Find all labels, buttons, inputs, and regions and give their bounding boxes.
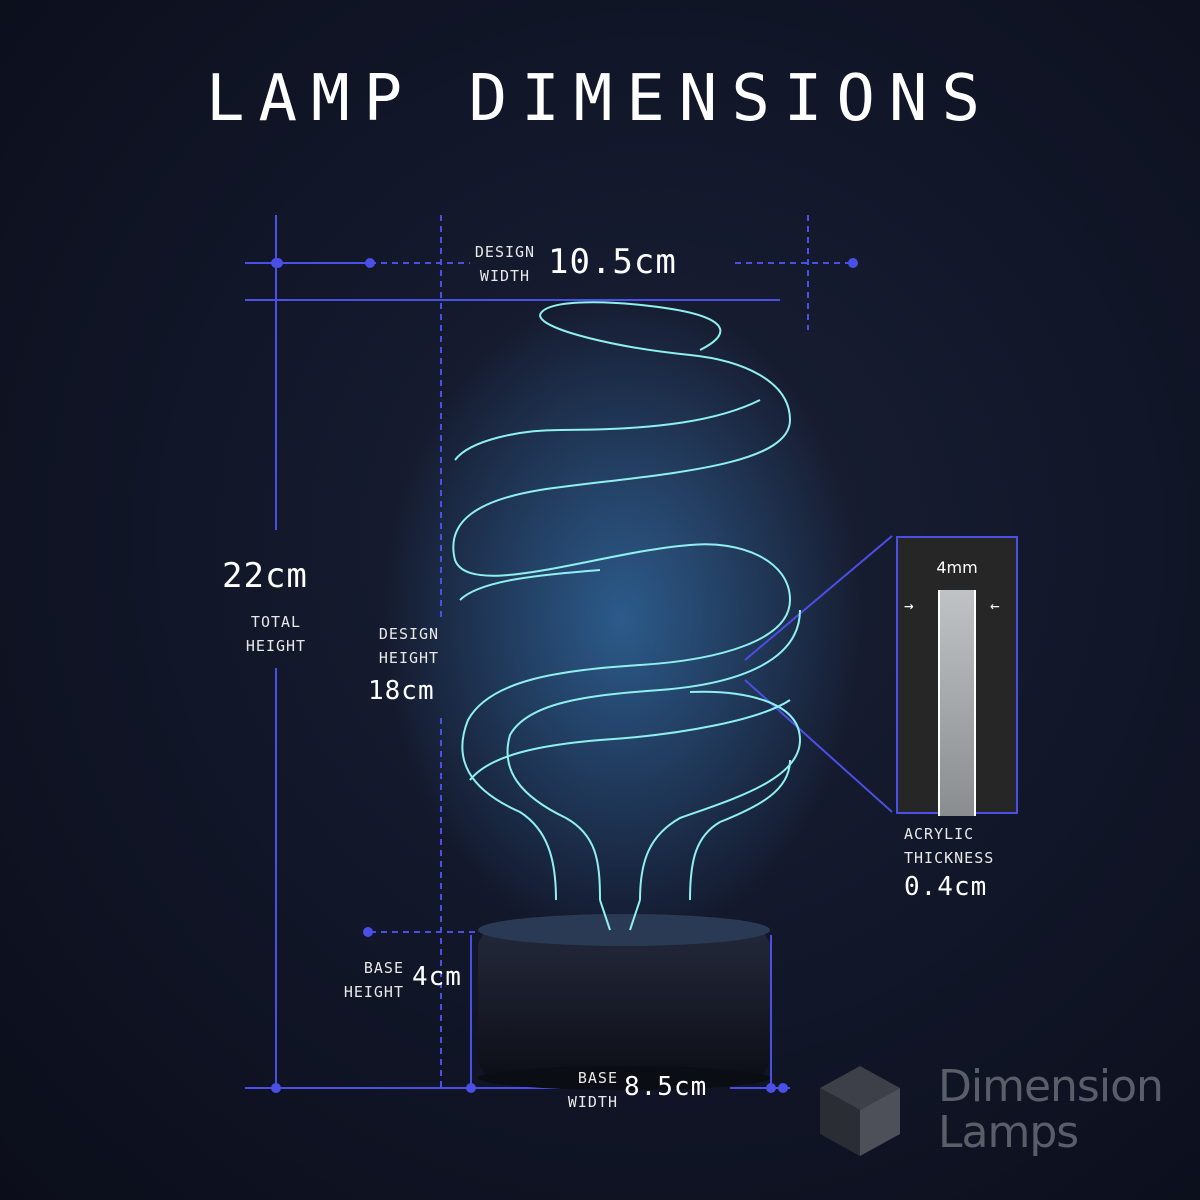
total-height-label-line1: TOTAL xyxy=(250,613,302,631)
design-height-value: 18cm xyxy=(368,676,435,706)
arrow-left-icon: ← xyxy=(990,596,1000,615)
total-height-label: TOTAL HEIGHT xyxy=(236,610,316,658)
total-height-label-line2: HEIGHT xyxy=(245,637,307,655)
acrylic-label-line1: ACRYLIC xyxy=(904,825,975,843)
base-height-label-line1: BASE xyxy=(363,959,404,977)
base-width-label-line2: WIDTH xyxy=(567,1093,618,1111)
design-height-label: DESIGN HEIGHT xyxy=(370,622,448,670)
base-width-label: BASE WIDTH xyxy=(558,1066,618,1114)
page-title: LAMP DIMENSIONS xyxy=(206,62,994,136)
design-width-value: 10.5cm xyxy=(548,242,677,282)
cube-logo-icon xyxy=(820,1066,900,1156)
design-width-label: DESIGN WIDTH xyxy=(470,240,540,288)
brand-name-line2: Lamps xyxy=(938,1107,1079,1158)
base-width-label-line1: BASE xyxy=(577,1069,618,1087)
spiral-lamp xyxy=(452,301,802,931)
brand-name: Dimension Lamps xyxy=(938,1061,1164,1158)
design-width-label-line2: WIDTH xyxy=(479,267,531,285)
total-height-value: 22cm xyxy=(222,556,308,596)
lamp-base xyxy=(478,914,770,1090)
brand-name-line1: Dimension xyxy=(938,1061,1164,1112)
arrow-right-icon: → xyxy=(904,596,914,615)
base-height-value: 4cm xyxy=(412,962,462,992)
acrylic-inset: 4mm → ← xyxy=(896,536,1018,816)
design-width-label-line1: DESIGN xyxy=(474,243,536,261)
acrylic-sheet xyxy=(938,590,976,816)
base-height-label: BASE HEIGHT xyxy=(336,956,404,1004)
acrylic-label: ACRYLIC THICKNESS xyxy=(904,822,994,870)
lamp-glow xyxy=(382,290,862,950)
acrylic-inset-value: 4mm xyxy=(936,558,978,577)
acrylic-label-line2: THICKNESS xyxy=(904,849,995,867)
height-lines xyxy=(245,215,893,1093)
base-height-label-line2: HEIGHT xyxy=(343,983,404,1001)
design-height-label-line1: DESIGN xyxy=(378,625,440,643)
design-height-label-line2: HEIGHT xyxy=(378,649,440,667)
base-width-value: 8.5cm xyxy=(624,1072,708,1102)
acrylic-value: 0.4cm xyxy=(904,872,988,902)
